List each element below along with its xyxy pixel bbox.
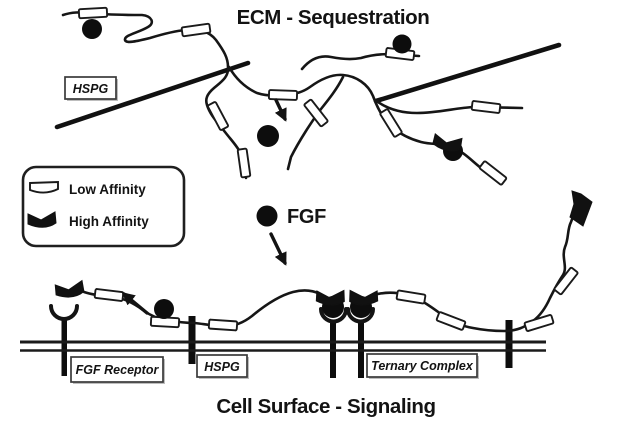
- label-box: [366, 353, 478, 378]
- hspg-membrane-label: HSPG: [196, 354, 249, 379]
- hspg-ecm-label: HSPG: [64, 76, 118, 101]
- legend-box: [21, 165, 186, 248]
- fgf-molecule-icon: [256, 205, 278, 227]
- fgf-receptor-label-text: FGF Receptor: [76, 363, 160, 377]
- fgf-receptor-label: FGF Receptor: [70, 356, 165, 384]
- hspg-chain: [300, 52, 421, 71]
- fgf-molecule-icon: [392, 34, 412, 54]
- fgf-molecule-icon: [82, 19, 102, 39]
- label-box: [196, 354, 248, 378]
- sequestration-arrow-icon: [274, 98, 287, 122]
- high-affinity-site-icon: [348, 288, 379, 307]
- low-affinity-site-icon: [478, 159, 508, 187]
- hspg-chain: [372, 197, 582, 333]
- low-affinity-site-icon: [435, 310, 467, 332]
- legend-low-affinity-text: Low Affinity: [69, 182, 146, 197]
- ternary-complex-label-text: Ternary Complex: [371, 359, 474, 373]
- low-affinity-site-icon: [470, 99, 502, 115]
- ecm-title: ECM - Sequestration: [237, 6, 430, 29]
- low-affinity-site-icon: [395, 289, 427, 305]
- high-affinity-site-icon: [431, 131, 464, 155]
- low-affinity-site-icon: [552, 266, 580, 296]
- release-arrow-icon: [121, 292, 149, 315]
- fgf-receptor-stem: [61, 318, 67, 376]
- fgf-receptor-binding-cup: [49, 304, 79, 321]
- low-affinity-site-icon: [77, 6, 109, 20]
- ternary-complex: [315, 288, 379, 324]
- fgf-molecule-icon: [154, 299, 174, 319]
- fgf-to-surface-arrow-icon: [269, 232, 287, 266]
- low-affinity-site-icon: [207, 318, 239, 332]
- low-affinity-site-icon: [236, 147, 252, 179]
- hspg-core-protein: [188, 316, 196, 364]
- ternary-receptor-stem: [330, 320, 336, 378]
- low-affinity-site-icon: [378, 107, 404, 139]
- hspg-chain: [373, 98, 524, 115]
- label-box: [70, 356, 164, 383]
- low-affinity-site-icon: [206, 100, 230, 132]
- low-affinity-site-icon: [267, 89, 299, 101]
- ternary-complex-label: Ternary Complex: [366, 353, 479, 379]
- cell-surface: FGF Receptor HSPG Ternary Complex: [20, 190, 593, 384]
- fgf-label-text: FGF: [287, 206, 326, 228]
- ternary-receptor-stem: [358, 320, 364, 378]
- hspg-chain: [286, 75, 345, 171]
- matrix-fiber-right: [373, 42, 562, 104]
- legend-high-affinity-text: High Affinity: [69, 214, 149, 229]
- fgf-callout: FGF: [256, 205, 326, 266]
- hspg-ecm-label-text: HSPG: [73, 82, 109, 96]
- low-affinity-site-icon: [180, 22, 212, 38]
- cell-surface-title: Cell Surface - Signaling: [216, 395, 435, 418]
- hspg-core-protein: [505, 320, 513, 368]
- fgf-molecule-icon: [257, 125, 279, 147]
- ecm-matrix-fibers: [54, 42, 562, 130]
- hspg-membrane-label-text: HSPG: [204, 360, 240, 374]
- label-box: [64, 76, 117, 100]
- low-affinity-site-icon: [93, 287, 125, 303]
- low-affinity-legend-icon: [29, 181, 59, 194]
- high-affinity-site-icon: [569, 190, 593, 227]
- high-affinity-site-icon: [54, 280, 85, 299]
- high-affinity-site-icon: [315, 288, 346, 307]
- legend: Low Affinity High Affinity: [21, 165, 186, 248]
